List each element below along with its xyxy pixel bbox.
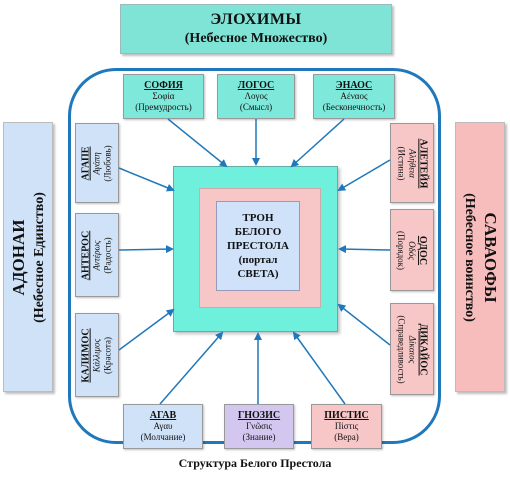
box-greek: Λογος (244, 91, 268, 101)
arrow-anteros (118, 245, 174, 254)
box-dikayos: ДИКАЙОС Δίκαιος (Справедливость) (390, 303, 434, 395)
box-meaning: (Вера) (334, 432, 359, 442)
box-logos: ЛОГОС Λογος (Смысл) (217, 74, 295, 119)
throne-line-3: ПРЕСТОЛА (227, 240, 289, 252)
arrow-agav (159, 331, 224, 405)
box-agav: АГАВ Αγαυ (Молчание) (123, 404, 203, 449)
box-name: ЛОГОС (237, 80, 275, 91)
box-greek: Αγαυ (153, 421, 173, 431)
box-greek: Σοφία (152, 91, 175, 101)
box-name: ЭНАОС (335, 80, 373, 91)
box-gnosis: ГНОЗИС Γνῶσις (Знание) (224, 404, 294, 449)
adonai-banner: АДОНАИ (Небесное Единство) (3, 122, 53, 392)
arrow-kalimos (118, 308, 175, 351)
arrow-aleteya (337, 159, 391, 192)
box-kalimos: КАЛИМОС Κάλλιμος (Красота) (75, 313, 119, 397)
box-name: ПИСТИС (324, 410, 369, 421)
arrow-enaos (290, 118, 345, 168)
throne-label: ТРОН БЕЛОГО ПРЕСТОЛА (портал СВЕТА) (216, 201, 300, 291)
elohim-banner: ЭЛОХИМЫ (Небесное Множество) (120, 4, 392, 54)
box-meaning: (Знание) (242, 432, 276, 442)
arrow-odos (338, 245, 391, 254)
box-greek: Aέναος (340, 91, 368, 101)
box-meaning: (Молчание) (140, 432, 186, 442)
box-agape: АГАПЕ Αγάπη (Любовь) (75, 123, 119, 203)
box-sofia: СОФИЯ Σοφία (Премудрость) (123, 74, 204, 119)
sabaoth-banner: САВАОФЫ (Небесное воинство) (455, 122, 505, 392)
box-name: СОФИЯ (144, 80, 183, 91)
box-greek: Γνῶσις (245, 421, 273, 431)
box-enaos: ЭНАОС Aέναος (Бесконечность) (313, 74, 395, 119)
box-odos: ОДОС Οδός (Порядок) (390, 209, 434, 291)
throne-line-2: БЕЛОГО (234, 226, 282, 238)
box-meaning: (Премудрость) (135, 102, 192, 112)
arrow-pistis (292, 331, 346, 405)
arrow-dikayos (337, 303, 391, 346)
box-meaning: (Смысл) (239, 102, 273, 112)
box-name: ГНОЗИС (237, 410, 281, 421)
throne-line-5: СВЕТА) (237, 268, 279, 280)
arrow-agape (118, 167, 175, 192)
diagram-caption: Структура Белого Престола (178, 456, 332, 470)
box-greek: Πίστις (334, 421, 359, 431)
elohim-title: ЭЛОХИМЫ (210, 11, 302, 28)
box-meaning: (Бесконечность) (322, 102, 386, 112)
box-aleteya: АЛЕТЕЙЯ Αλήθεια (Истина) (390, 123, 434, 203)
box-name: АГАВ (149, 410, 177, 421)
elohim-subtitle: (Небесное Множество) (184, 31, 328, 46)
box-anteros: АНТЕРОС Αντέρως (Радость) (75, 213, 119, 297)
box-pistis: ПИСТИС Πίστις (Вера) (311, 404, 382, 449)
throne-line-4: (портал (238, 254, 278, 266)
throne-line-1: ТРОН (242, 212, 274, 224)
arrow-sofia (167, 118, 228, 168)
